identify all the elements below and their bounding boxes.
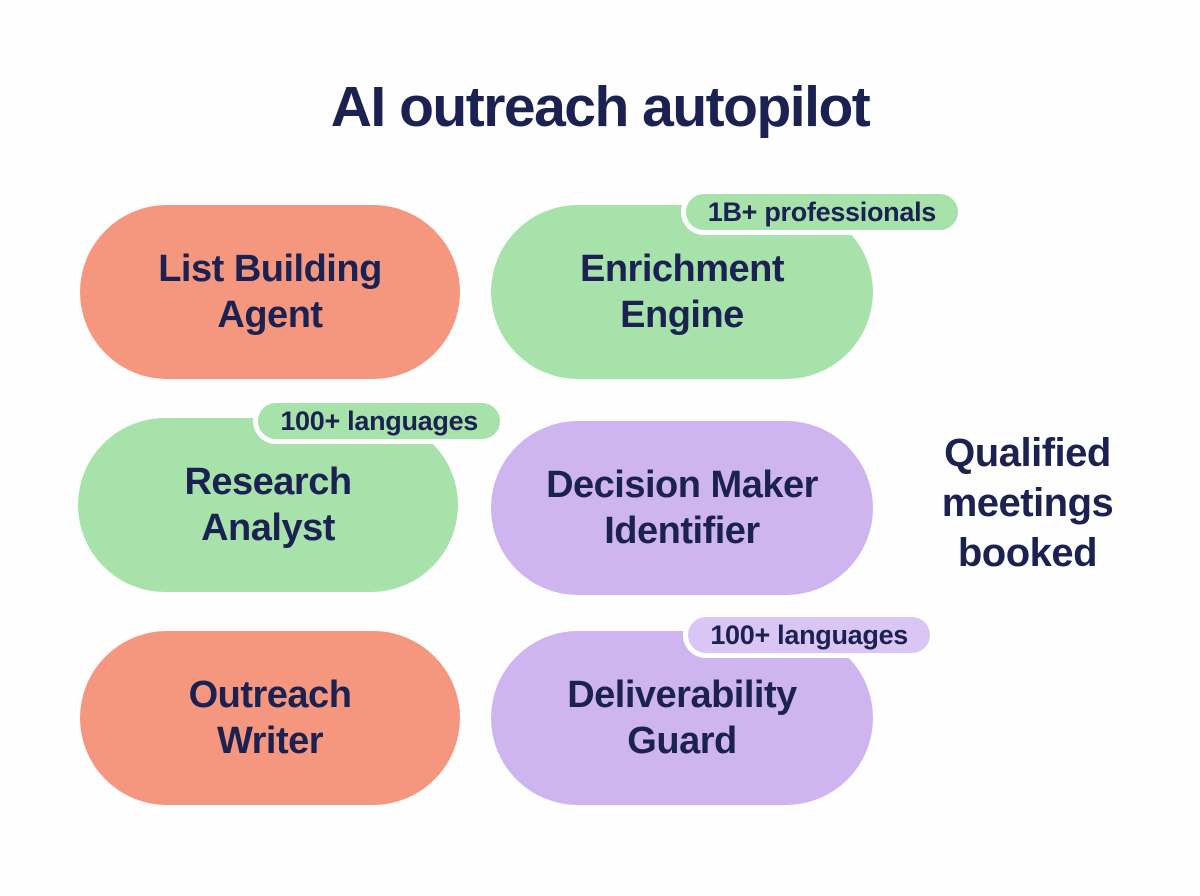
- node-research-analyst: Research Analyst 100+ languages: [78, 398, 505, 592]
- node-label-line: Enrichment: [579, 248, 785, 290]
- node-enrichment-engine: Enrichment Engine 1B+ professionals: [491, 189, 963, 379]
- node-label-line: Analyst: [201, 507, 335, 549]
- node-list-building-agent: List Building Agent: [80, 205, 460, 379]
- node-label-line: Agent: [217, 294, 323, 336]
- badge-1b-professionals: 1B+ professionals: [680, 189, 963, 235]
- node-label-line: Outreach: [188, 674, 352, 716]
- node-label: Research Analyst: [184, 459, 352, 551]
- node-label: Outreach Writer: [189, 672, 352, 764]
- node-label-line: Writer: [216, 720, 324, 762]
- node-label: List Building Agent: [158, 246, 382, 338]
- node-label-line: Deliverability: [567, 674, 797, 716]
- node-label-line: Research: [184, 461, 352, 503]
- node-decision-maker-identifier: Decision Maker Identifier: [491, 421, 873, 595]
- node-label-line: List Building: [158, 248, 382, 290]
- page-title: AI outreach autopilot: [330, 75, 871, 139]
- outcome-text: Qualified meetings booked: [941, 431, 1114, 575]
- node-label: Enrichment Engine: [579, 246, 785, 338]
- node-label-line: Decision Maker: [546, 464, 818, 506]
- node-label: Decision Maker Identifier: [546, 462, 818, 554]
- badge-100-languages: 100+ languages: [683, 612, 935, 658]
- node-outreach-writer: Outreach Writer: [80, 631, 460, 805]
- node-label-line: Identifier: [604, 510, 760, 552]
- node-label-line: Engine: [620, 294, 744, 336]
- node-label-line: Guard: [627, 720, 737, 762]
- node-label: Deliverability Guard: [567, 672, 797, 764]
- badge-100-languages: 100+ languages: [253, 398, 505, 444]
- node-deliverability-guard: Deliverability Guard 100+ languages: [491, 612, 935, 805]
